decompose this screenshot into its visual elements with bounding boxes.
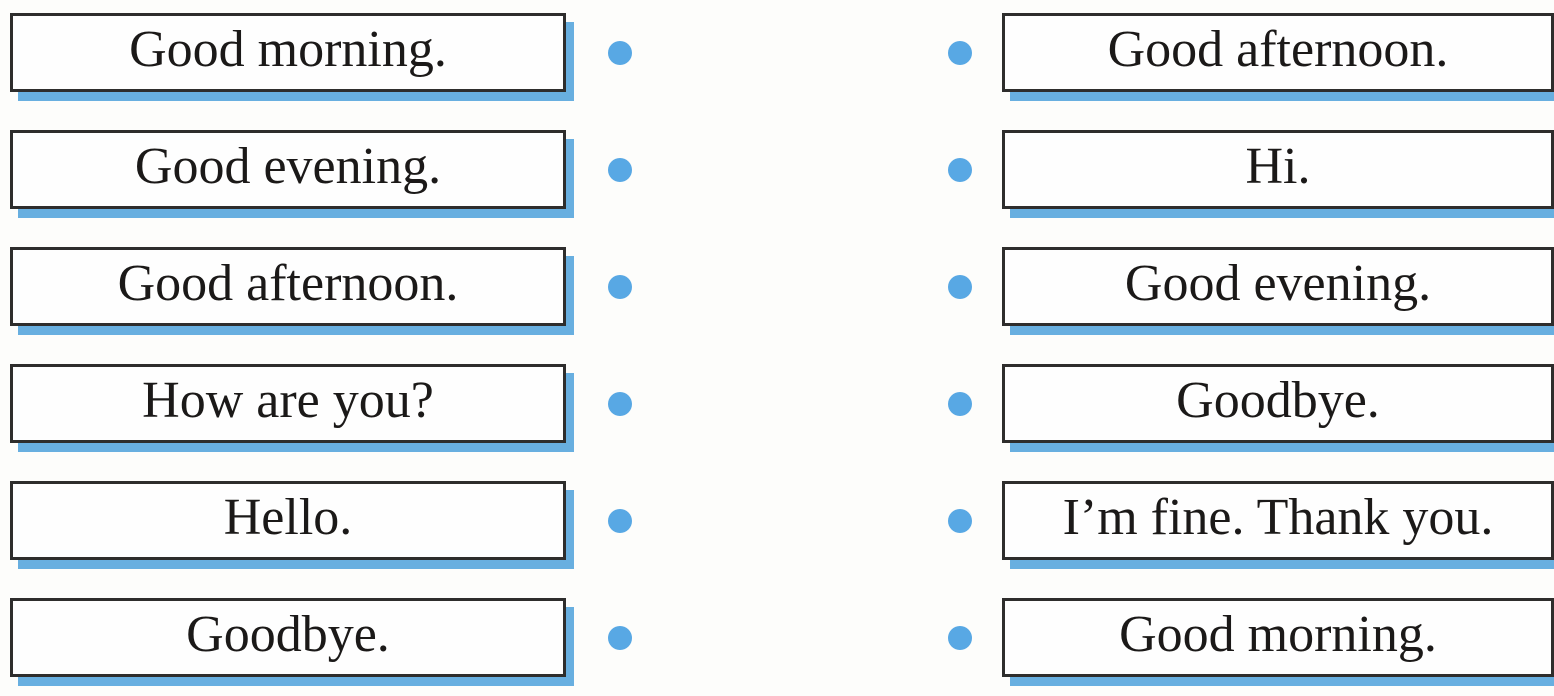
left-box-1[interactable]: Good morning. xyxy=(10,13,566,92)
right-box-3[interactable]: Good evening. xyxy=(1002,247,1554,326)
match-row-2: Good evening. Hi. xyxy=(0,130,1554,209)
right-phrase-1: Good afternoon. xyxy=(1107,20,1449,78)
left-box-5[interactable]: Hello. xyxy=(10,481,566,560)
right-box-5[interactable]: I’m fine. Thank you. xyxy=(1002,481,1554,560)
left-phrase-3: Good afternoon. xyxy=(117,254,459,312)
left-dot-6[interactable] xyxy=(608,625,632,650)
right-phrase-4: Goodbye. xyxy=(1176,371,1380,429)
left-dot-4[interactable] xyxy=(608,391,632,416)
match-row-4: How are you? Goodbye. xyxy=(0,364,1554,443)
left-phrase-2: Good evening. xyxy=(134,137,442,195)
right-dot-3[interactable] xyxy=(948,274,972,299)
right-box-1[interactable]: Good afternoon. xyxy=(1002,13,1554,92)
right-box-4[interactable]: Goodbye. xyxy=(1002,364,1554,443)
right-phrase-5: I’m fine. Thank you. xyxy=(1062,488,1494,546)
left-box-2[interactable]: Good evening. xyxy=(10,130,566,209)
match-row-6: Goodbye. Good morning. xyxy=(0,598,1554,677)
right-phrase-6: Good morning. xyxy=(1119,605,1437,663)
right-dot-2[interactable] xyxy=(948,157,972,182)
right-dot-4[interactable] xyxy=(948,391,972,416)
left-dot-5[interactable] xyxy=(608,508,632,533)
left-box-4[interactable]: How are you? xyxy=(10,364,566,443)
left-dot-2[interactable] xyxy=(608,157,632,182)
match-row-5: Hello. I’m fine. Thank you. xyxy=(0,481,1554,560)
left-box-3[interactable]: Good afternoon. xyxy=(10,247,566,326)
left-phrase-4: How are you? xyxy=(142,371,434,429)
right-phrase-2: Hi. xyxy=(1245,137,1311,195)
right-dot-6[interactable] xyxy=(948,625,972,650)
left-box-6[interactable]: Goodbye. xyxy=(10,598,566,677)
right-phrase-3: Good evening. xyxy=(1124,254,1432,312)
right-dot-1[interactable] xyxy=(948,40,972,65)
right-box-6[interactable]: Good morning. xyxy=(1002,598,1554,677)
left-dot-3[interactable] xyxy=(608,274,632,299)
left-phrase-1: Good morning. xyxy=(129,20,447,78)
left-phrase-6: Goodbye. xyxy=(186,605,390,663)
right-box-2[interactable]: Hi. xyxy=(1002,130,1554,209)
match-row-3: Good afternoon. Good evening. xyxy=(0,247,1554,326)
right-dot-5[interactable] xyxy=(948,508,972,533)
match-row-1: Good morning. Good afternoon. xyxy=(0,13,1554,92)
left-phrase-5: Hello. xyxy=(223,488,353,546)
left-dot-1[interactable] xyxy=(608,40,632,65)
